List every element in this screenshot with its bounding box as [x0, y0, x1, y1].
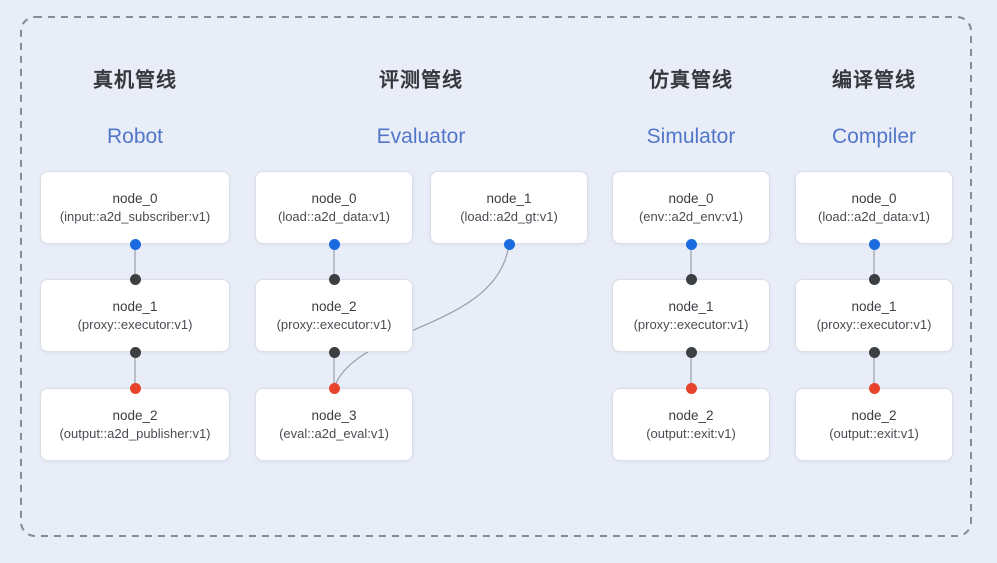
robot-node-1-box[interactable]: node_1(proxy::executor:v1) [40, 279, 230, 352]
black-port-dot [129, 346, 141, 358]
node-name-label: node_0 [311, 191, 357, 207]
node-name-label: node_2 [668, 408, 714, 424]
evaluator-node-2-box[interactable]: node_2(proxy::executor:v1) [255, 279, 413, 352]
node-type-label: (env::a2d_env:v1) [638, 208, 744, 224]
node-name-label: node_1 [486, 191, 532, 207]
compiler-node-1-box[interactable]: node_1(proxy::executor:v1) [795, 279, 953, 352]
red-port-dot [685, 382, 697, 394]
red-port-dot [868, 382, 880, 394]
node-name-label: node_2 [851, 408, 897, 424]
pipeline-title-zh-simulator: 仿真管线 [649, 69, 733, 92]
node-type-label: (load::a2d_gt:v1) [460, 208, 558, 224]
pipeline-title-en-compiler: Compiler [831, 125, 917, 148]
node-type-label: (load::a2d_data:v1) [817, 208, 931, 224]
blue-port-dot [129, 238, 141, 250]
evaluator-node-1-box[interactable]: node_1(load::a2d_gt:v1) [430, 171, 588, 244]
node-type-label: (output::a2d_publisher:v1) [59, 425, 211, 441]
pipeline-title-zh-compiler: 编译管线 [832, 69, 916, 92]
node-name-label: node_0 [851, 191, 897, 207]
node-type-label: (output::exit:v1) [829, 425, 919, 441]
node-name-label: node_0 [112, 191, 158, 207]
dashed-border [20, 16, 972, 537]
node-type-label: (output::exit:v1) [646, 425, 736, 441]
black-port-dot [868, 273, 880, 285]
node-type-label: (proxy::executor:v1) [633, 316, 749, 332]
node-name-label: node_2 [311, 299, 357, 315]
evaluator-node-0-box[interactable]: node_0(load::a2d_data:v1) [255, 171, 413, 244]
blue-port-dot [868, 238, 880, 250]
red-port-dot [328, 382, 340, 394]
black-port-dot [328, 273, 340, 285]
black-port-dot [868, 346, 880, 358]
compiler-node-2-box[interactable]: node_2(output::exit:v1) [795, 388, 953, 461]
pipeline-title-zh-evaluator: 评测管线 [379, 69, 463, 92]
black-port-dot [129, 273, 141, 285]
compiler-node-0-box[interactable]: node_0(load::a2d_data:v1) [795, 171, 953, 244]
pipeline-title-en-simulator: Simulator [646, 125, 736, 148]
node-type-label: (eval::a2d_eval:v1) [279, 425, 389, 441]
node-type-label: (proxy::executor:v1) [77, 316, 193, 332]
blue-port-dot [503, 238, 515, 250]
black-port-dot [328, 346, 340, 358]
node-type-label: (input::a2d_subscriber:v1) [59, 208, 211, 224]
pipeline-title-en-evaluator: Evaluator [376, 125, 466, 148]
node-name-label: node_1 [112, 299, 158, 315]
blue-port-dot [328, 238, 340, 250]
node-type-label: (proxy::executor:v1) [816, 316, 932, 332]
blue-port-dot [685, 238, 697, 250]
black-port-dot [685, 273, 697, 285]
pipeline-title-en-robot: Robot [106, 125, 164, 148]
red-port-dot [129, 382, 141, 394]
node-name-label: node_1 [668, 299, 714, 315]
robot-node-2-box[interactable]: node_2(output::a2d_publisher:v1) [40, 388, 230, 461]
pipeline-title-zh-robot: 真机管线 [93, 69, 177, 92]
robot-node-0-box[interactable]: node_0(input::a2d_subscriber:v1) [40, 171, 230, 244]
node-name-label: node_3 [311, 408, 357, 424]
evaluator-node-3-box[interactable]: node_3(eval::a2d_eval:v1) [255, 388, 413, 461]
simulator-node-1-box[interactable]: node_1(proxy::executor:v1) [612, 279, 770, 352]
simulator-node-2-box[interactable]: node_2(output::exit:v1) [612, 388, 770, 461]
black-port-dot [685, 346, 697, 358]
simulator-node-0-box[interactable]: node_0(env::a2d_env:v1) [612, 171, 770, 244]
node-type-label: (proxy::executor:v1) [276, 316, 392, 332]
edge-evaluator-1-3 [333, 243, 510, 389]
node-name-label: node_1 [851, 299, 897, 315]
node-name-label: node_2 [112, 408, 158, 424]
node-type-label: (load::a2d_data:v1) [277, 208, 391, 224]
node-name-label: node_0 [668, 191, 714, 207]
